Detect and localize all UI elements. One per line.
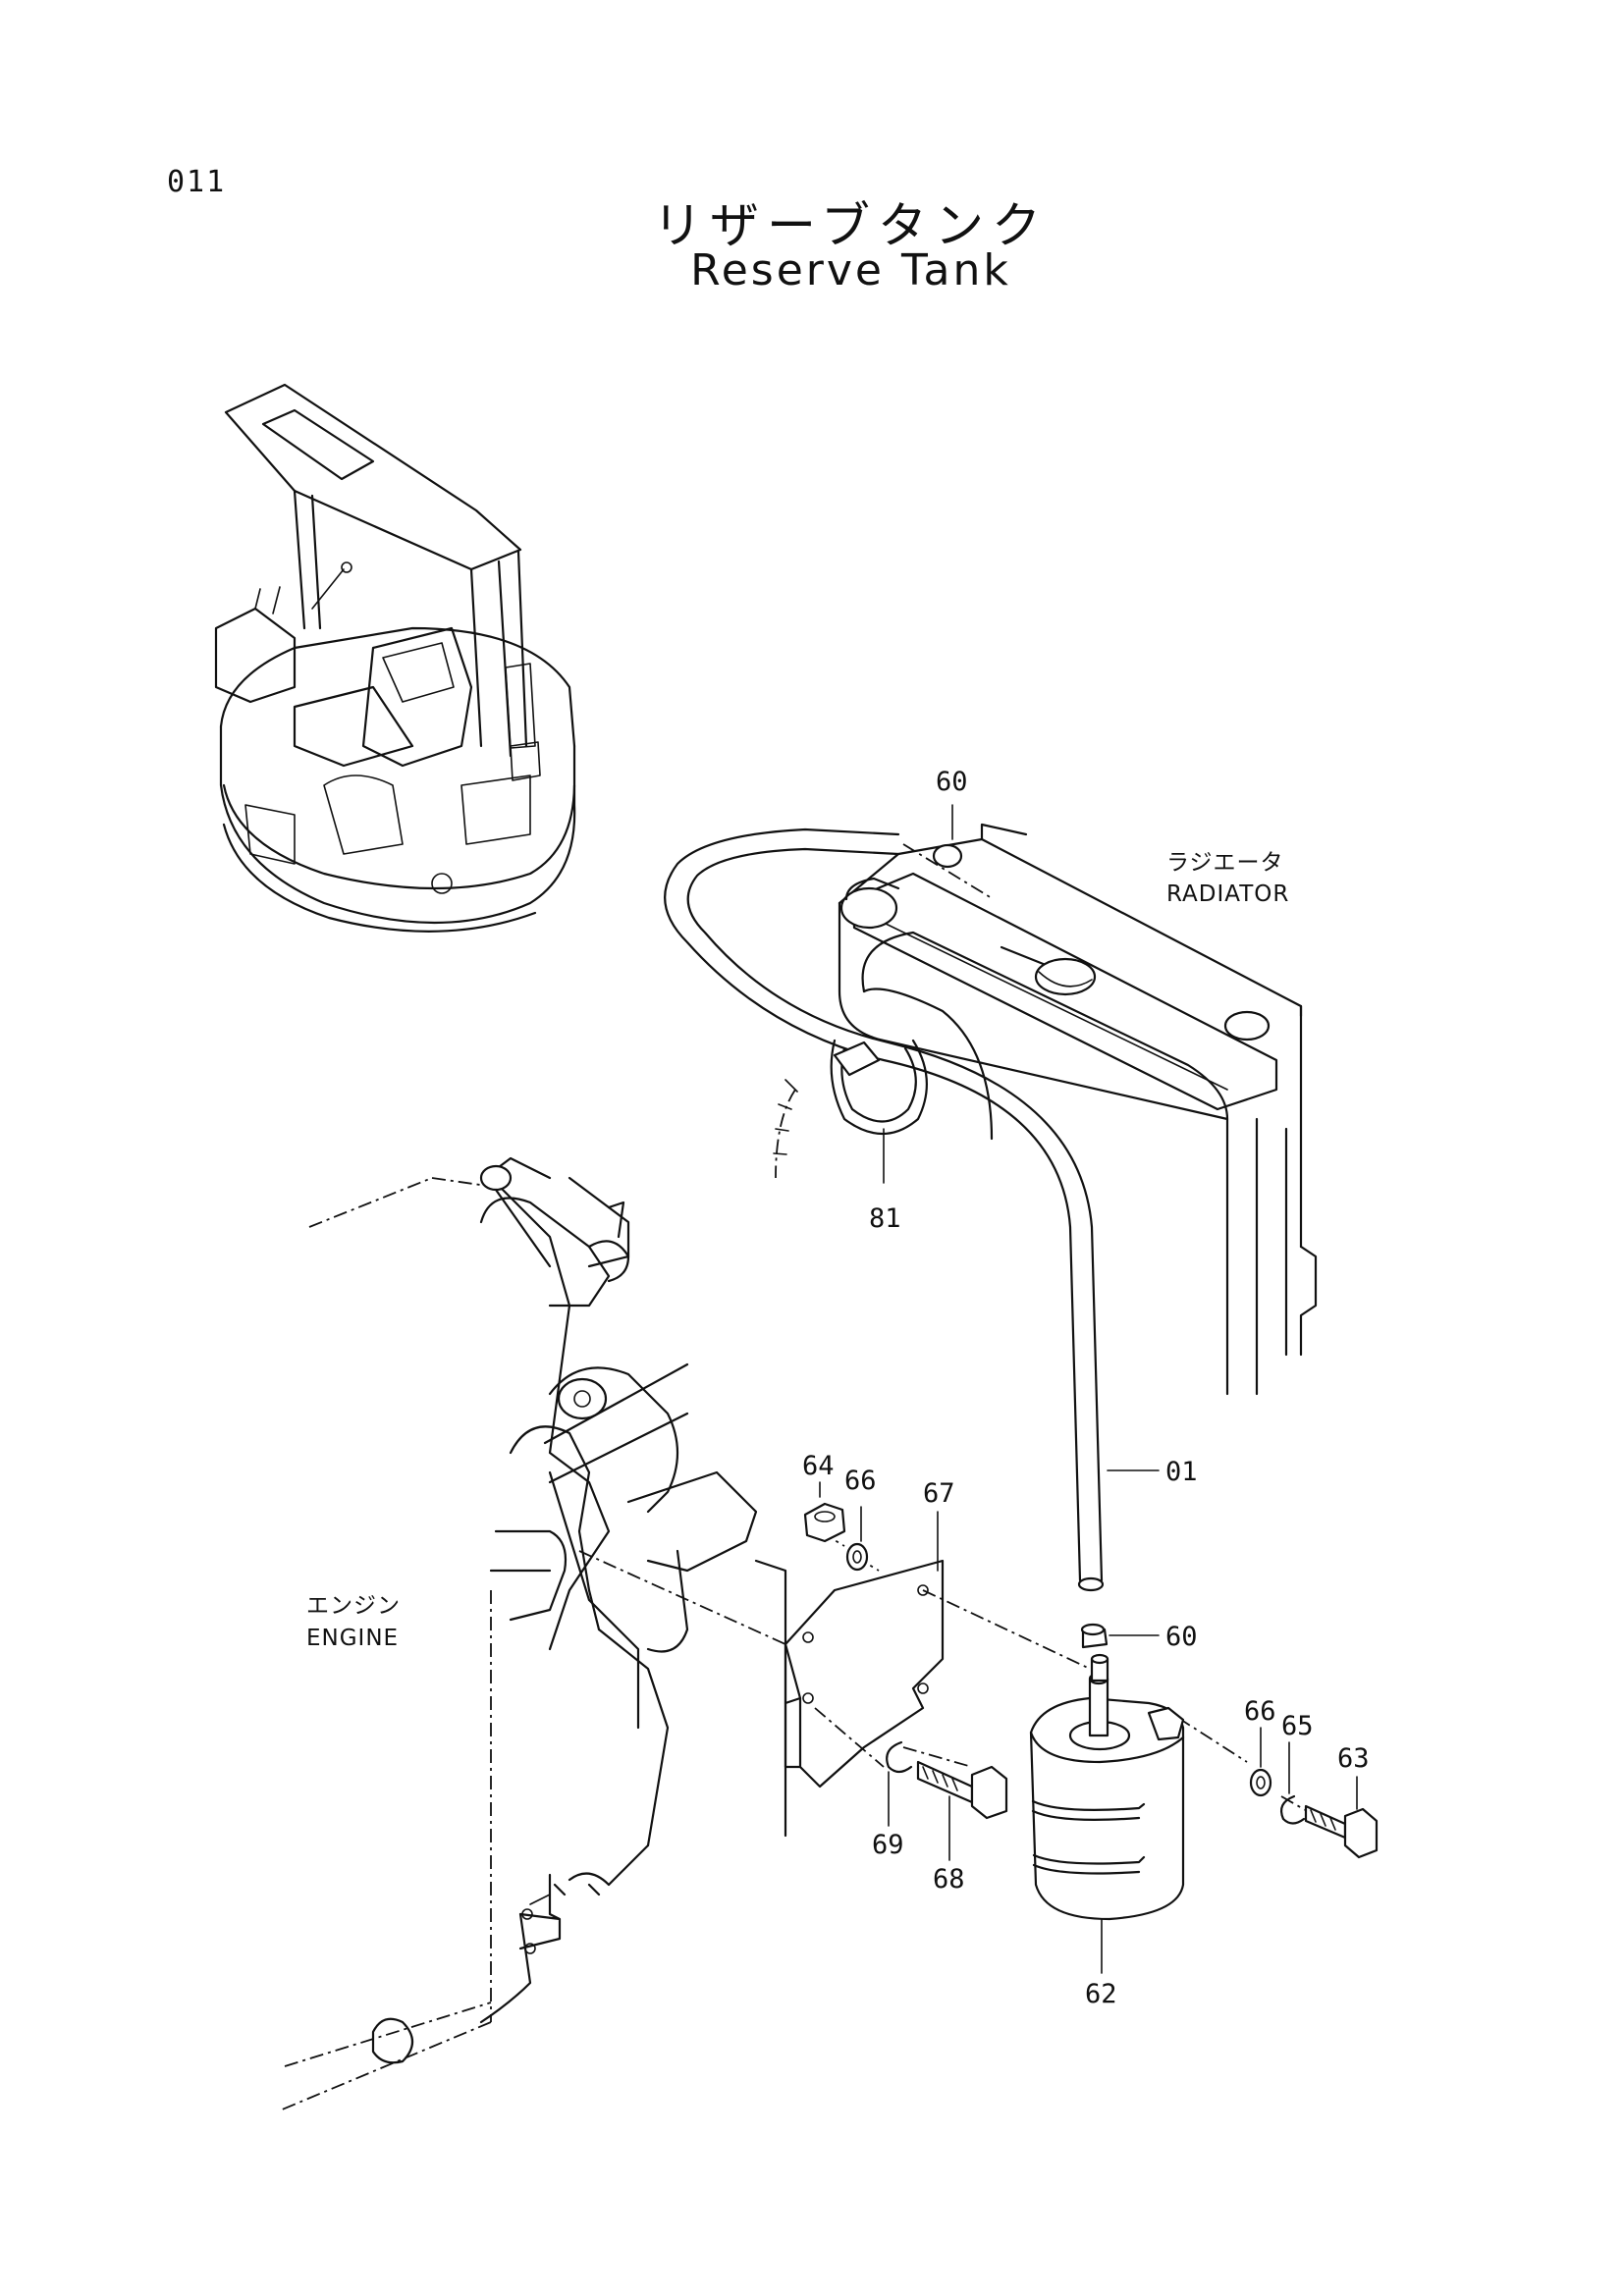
page-number: 011 [167, 165, 227, 199]
callout-81: 81 [869, 1203, 901, 1234]
bolt-63 [1304, 1804, 1379, 1859]
hose-clamp-60-bottom [1080, 1623, 1109, 1649]
radiator-label-japanese: ラジエータ [1166, 850, 1284, 876]
callout-65: 65 [1281, 1711, 1314, 1741]
component-labels: ラジエータ RADIATOR エンジン ENGINE [306, 850, 1289, 1651]
engine-illustration [279, 1156, 787, 2111]
callout-numbers: 60 81 01 60 64 66 67 69 68 62 66 65 63 [802, 767, 1370, 2009]
nut-64 [803, 1502, 846, 1543]
machine-overview-illustration [214, 383, 576, 933]
callout-64: 64 [802, 1451, 835, 1481]
callout-67: 67 [923, 1478, 955, 1509]
callout-66-left: 66 [844, 1466, 877, 1496]
overflow-hose [664, 828, 1105, 1592]
callout-69: 69 [872, 1830, 904, 1860]
page-title-japanese: リザーブタンク [653, 197, 1049, 254]
callout-63: 63 [1337, 1743, 1370, 1774]
reserve-tank-62 [1029, 1653, 1185, 1921]
callout-62: 62 [1085, 1979, 1117, 2009]
callout-66-right: 66 [1244, 1696, 1276, 1727]
callout-68: 68 [933, 1864, 965, 1895]
lock-washer-69 [886, 1740, 913, 1774]
bolt-68 [916, 1760, 1008, 1820]
mounting-bracket-67 [784, 1559, 945, 1789]
washer-66-left [845, 1542, 869, 1572]
engine-label-japanese: エンジン [306, 1593, 401, 1619]
callout-01: 01 [1165, 1457, 1198, 1487]
engine-label-english: ENGINE [306, 1626, 399, 1651]
radiator-illustration [773, 823, 1318, 1396]
callout-leaders [819, 804, 1358, 1974]
callout-60-mid: 60 [1165, 1622, 1198, 1652]
washer-66-right [1249, 1768, 1272, 1797]
page-title-english: Reserve Tank [690, 245, 1011, 295]
hose-clamp-81 [830, 1039, 928, 1136]
lock-washer-65 [1279, 1794, 1306, 1825]
callout-60-top: 60 [936, 767, 968, 797]
assembly-lines [578, 1530, 1317, 1817]
hose-clamp-60-top [902, 843, 993, 899]
radiator-label-english: RADIATOR [1166, 881, 1289, 907]
